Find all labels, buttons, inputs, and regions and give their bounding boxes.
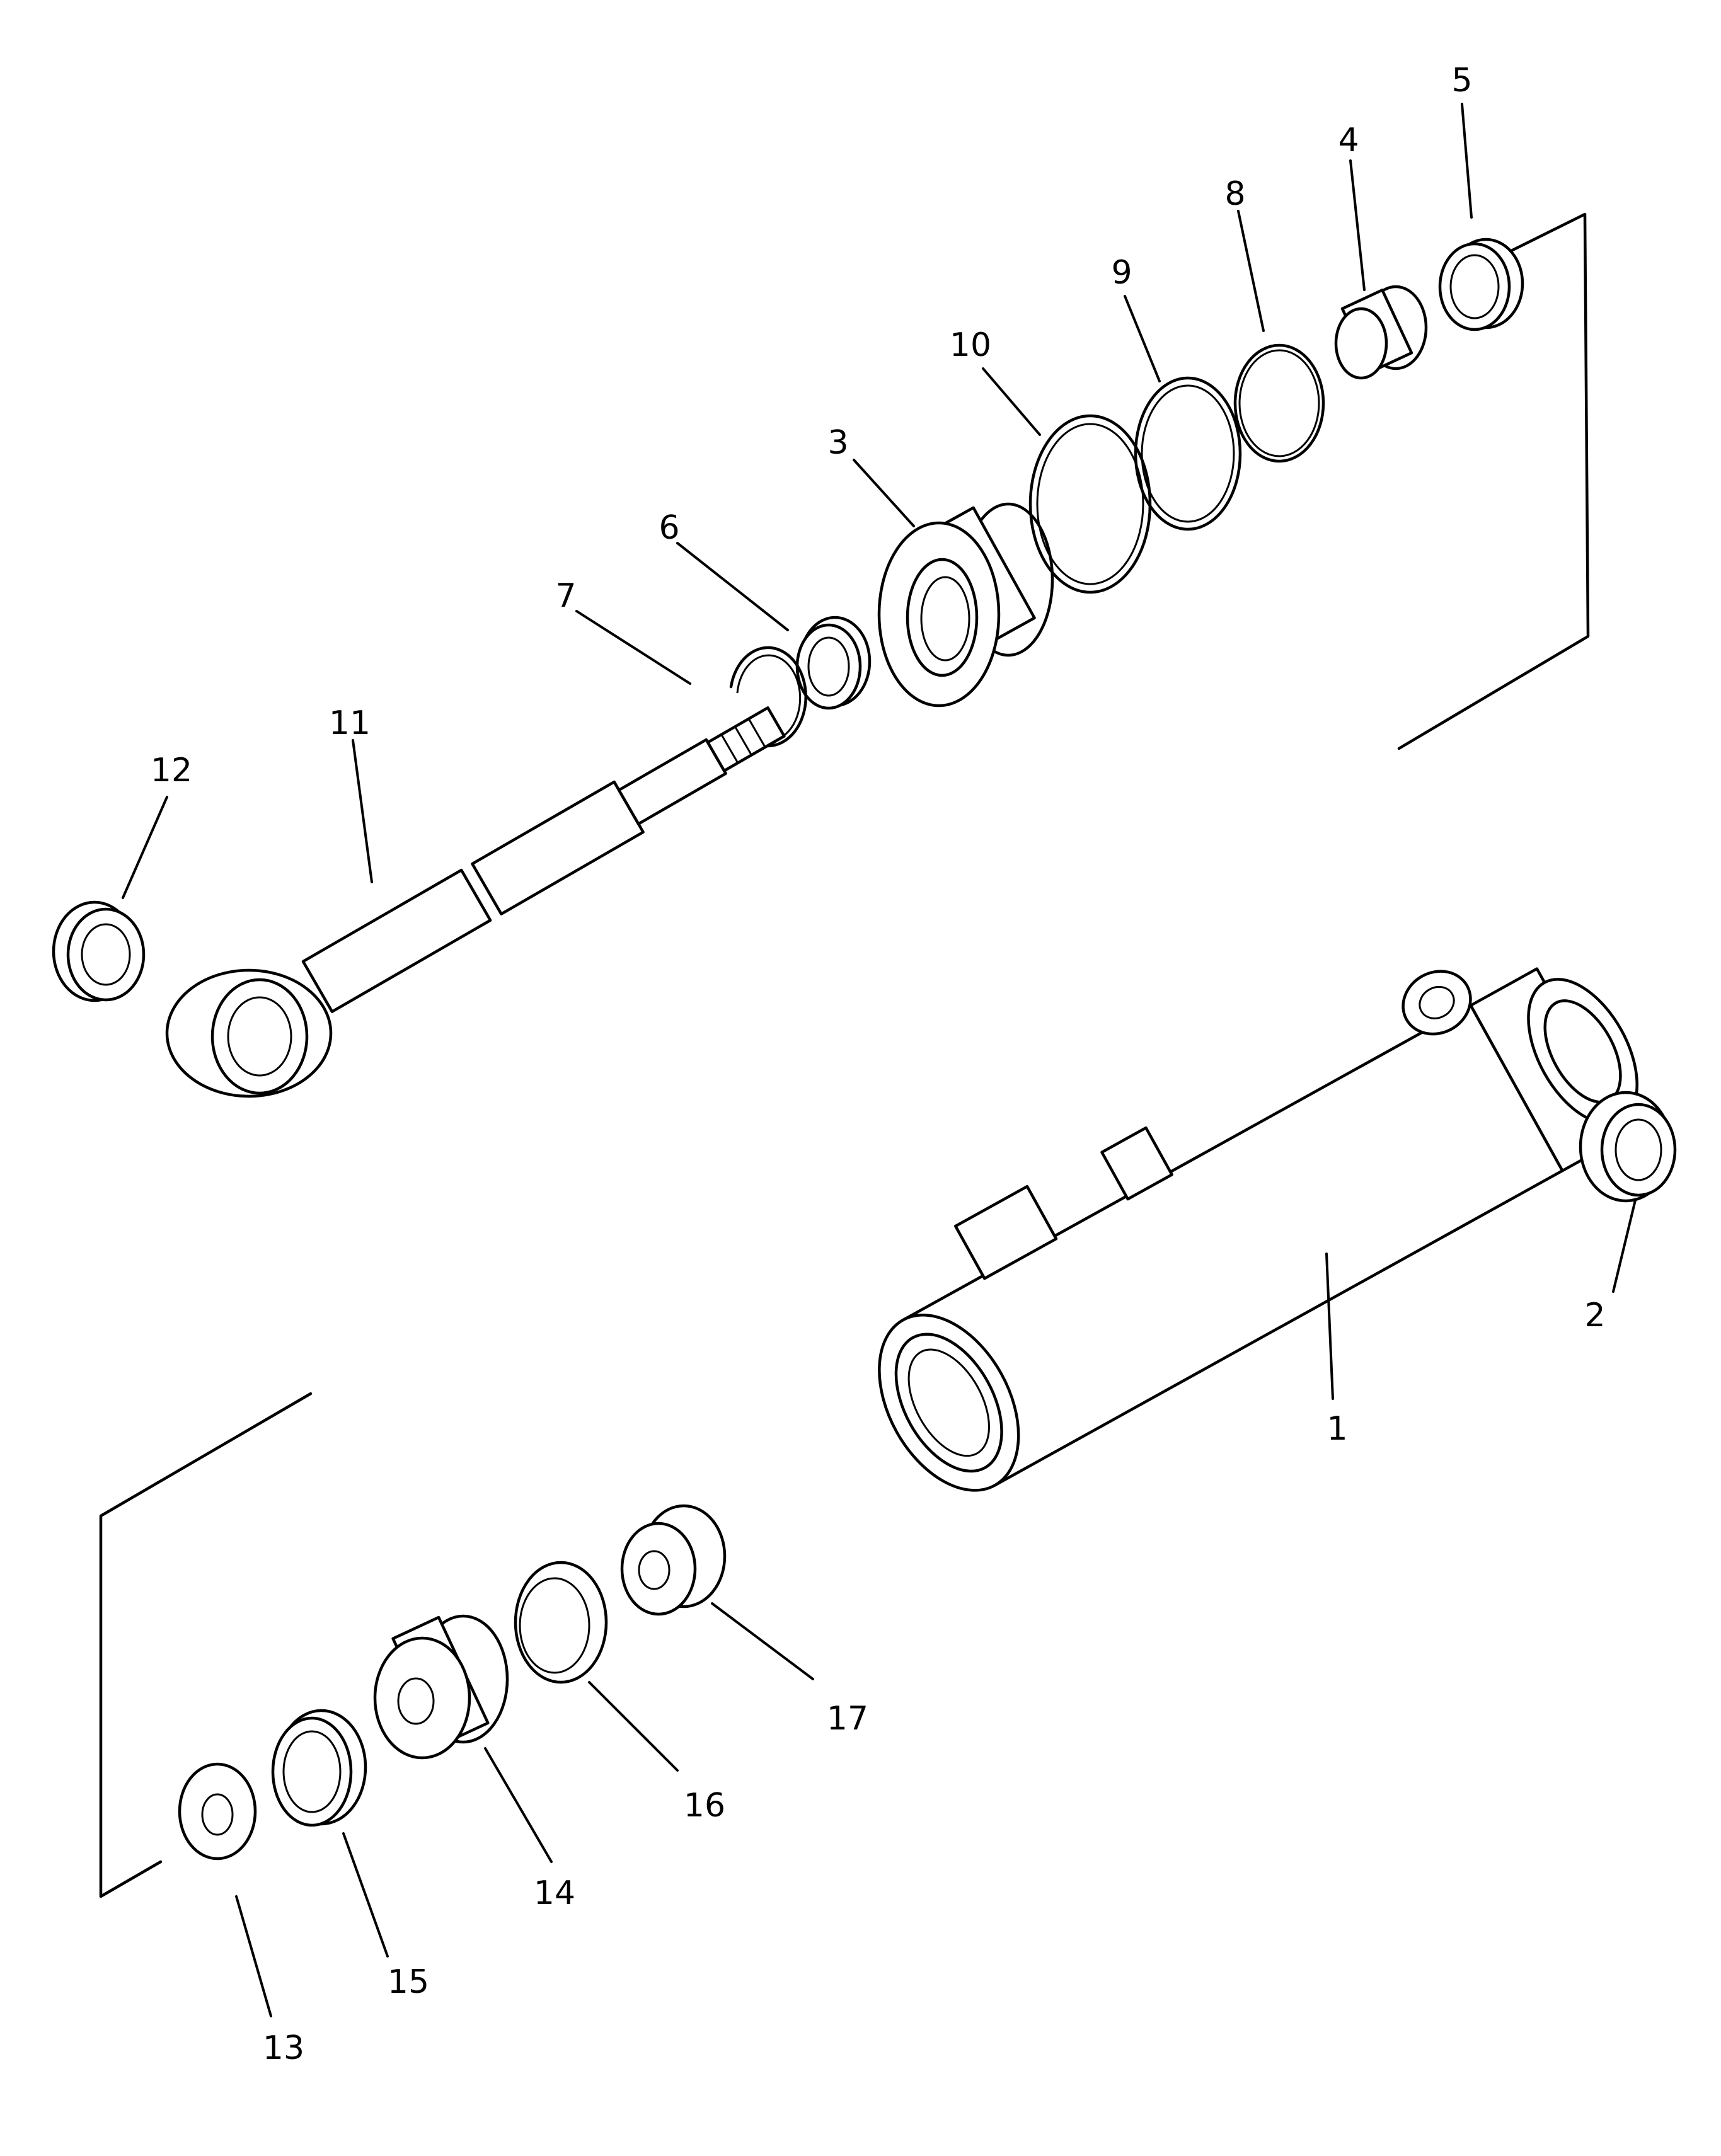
part-9-ring: [1134, 376, 1242, 531]
leader-14: [484, 1747, 553, 1863]
leader-10: [982, 367, 1041, 436]
part-8-ring: [1233, 343, 1325, 463]
callout-7: 7: [555, 577, 576, 615]
callout-1: 1: [1327, 1410, 1347, 1448]
callout-12: 12: [151, 752, 192, 789]
part-17-nut: [620, 1504, 727, 1616]
callout-5: 5: [1451, 62, 1472, 100]
part-10-ring: [1028, 414, 1152, 594]
callout-labels: 1 2 3 4 5 6 7 8 9 10 11 12 13 14 15 16 1…: [151, 62, 1606, 2067]
assembly-bracket-lower: [99, 1392, 313, 1898]
leader-9: [1124, 295, 1161, 382]
part-15-seal: [271, 1709, 367, 1827]
part-14-piston: [373, 1614, 509, 1760]
callout-16: 16: [684, 1787, 725, 1825]
callout-17: 17: [827, 1700, 868, 1738]
leader-3: [853, 459, 915, 527]
callout-2: 2: [1584, 1297, 1605, 1334]
part-11-piston-rod: [301, 706, 786, 1013]
part-16-wear-ring: [514, 1561, 608, 1684]
leader-17: [711, 1602, 814, 1680]
leader-16: [588, 1681, 679, 1772]
callout-6: 6: [659, 509, 679, 547]
leader-lines: [122, 103, 1637, 2017]
callout-13: 13: [263, 2029, 304, 2067]
leader-12: [122, 796, 168, 899]
leader-1: [1325, 1253, 1334, 1400]
part-2-bushing: [1579, 1091, 1677, 1203]
part-1-cylinder-tube: [878, 967, 1638, 1492]
assembly-bracket-upper: [1397, 212, 1590, 750]
callout-9: 9: [1111, 254, 1132, 292]
callout-15: 15: [388, 1963, 429, 2001]
leader-4: [1349, 159, 1366, 291]
callout-14: 14: [534, 1874, 575, 1912]
part-13-washer: [178, 1762, 257, 1861]
callout-3: 3: [827, 424, 848, 462]
part-6-bushing: [795, 616, 872, 710]
part-3-cylinder-head: [877, 502, 1054, 708]
leader-13: [235, 1895, 272, 2017]
part-11-rod-eye: [165, 968, 333, 1098]
leader-8: [1237, 210, 1265, 332]
part-5-seal: [1438, 238, 1524, 331]
leader-7: [575, 610, 691, 685]
leader-2: [1612, 1199, 1637, 1293]
part-12-bushing: [52, 900, 146, 1002]
callout-10: 10: [950, 326, 991, 364]
leader-11: [352, 739, 373, 883]
leader-15: [342, 1832, 389, 1958]
callout-8: 8: [1224, 175, 1245, 213]
part-4-collar: [1334, 285, 1428, 380]
callout-4: 4: [1338, 122, 1359, 159]
leader-6: [676, 542, 789, 631]
callout-11: 11: [329, 704, 371, 742]
leader-5: [1461, 103, 1473, 219]
